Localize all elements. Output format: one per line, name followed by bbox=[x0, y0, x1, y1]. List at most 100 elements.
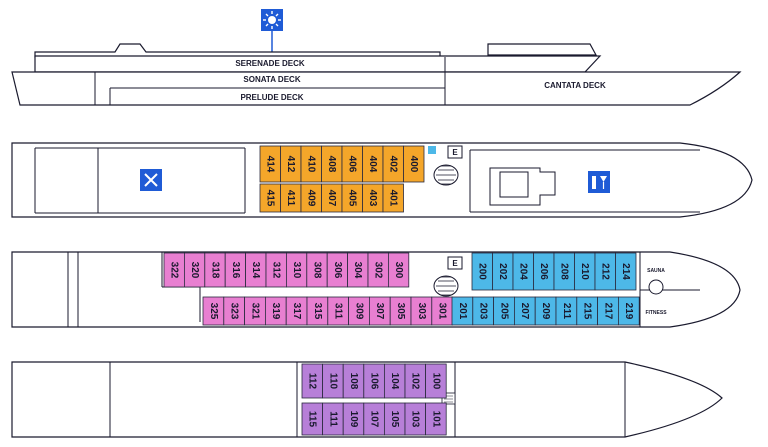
cabin-number: 101 bbox=[430, 411, 441, 428]
cabin-208[interactable]: 208 bbox=[553, 252, 575, 291]
cabin-403[interactable]: 403 bbox=[362, 183, 384, 213]
cabin-322[interactable]: 322 bbox=[163, 252, 185, 288]
cabin-number: 109 bbox=[348, 411, 359, 428]
cabin-400[interactable]: 400 bbox=[403, 145, 425, 183]
prelude-deck-label: PRELUDE DECK bbox=[240, 93, 303, 102]
cabin-105[interactable]: 105 bbox=[383, 402, 406, 436]
cabin-323[interactable]: 323 bbox=[223, 296, 246, 326]
cabin-319[interactable]: 319 bbox=[264, 296, 287, 326]
cabin-110[interactable]: 110 bbox=[322, 363, 344, 399]
cabin-box[interactable] bbox=[615, 252, 637, 291]
cabin-214[interactable]: 214 bbox=[615, 252, 637, 291]
cabin-311[interactable]: 311 bbox=[327, 296, 349, 326]
cabin-414[interactable]: 414 bbox=[259, 145, 281, 183]
cabin-312[interactable]: 312 bbox=[265, 252, 287, 288]
cabin-104[interactable]: 104 bbox=[383, 363, 406, 399]
cabin-321[interactable]: 321 bbox=[244, 296, 266, 326]
cabin-number: 210 bbox=[579, 263, 590, 280]
cabin-302[interactable]: 302 bbox=[367, 252, 389, 288]
cabin-325[interactable]: 325 bbox=[202, 296, 225, 326]
cabin-405[interactable]: 405 bbox=[341, 183, 363, 213]
cabin-103[interactable]: 103 bbox=[404, 402, 427, 436]
cabin-box[interactable] bbox=[425, 363, 447, 399]
cabin-200[interactable]: 200 bbox=[471, 252, 493, 291]
cabin-number: 203 bbox=[478, 303, 489, 320]
cabin-315[interactable]: 315 bbox=[306, 296, 329, 326]
cabin-number: 323 bbox=[229, 303, 240, 320]
cabin-406[interactable]: 406 bbox=[341, 145, 363, 183]
cabin-402[interactable]: 402 bbox=[382, 145, 404, 183]
cabin-101[interactable]: 101 bbox=[425, 402, 447, 436]
cabin-number: 115 bbox=[307, 411, 318, 428]
cabin-box[interactable] bbox=[387, 252, 410, 288]
cabin-301[interactable]: 301 bbox=[431, 296, 453, 326]
cabin-202[interactable]: 202 bbox=[492, 252, 514, 291]
cabin-number: 322 bbox=[169, 262, 180, 279]
cabin-106[interactable]: 106 bbox=[363, 363, 385, 399]
cabin-407[interactable]: 407 bbox=[321, 183, 343, 213]
cabin-203[interactable]: 203 bbox=[472, 296, 494, 326]
cabin-207[interactable]: 207 bbox=[514, 296, 536, 326]
cabin-304[interactable]: 304 bbox=[347, 252, 369, 288]
cabin-410[interactable]: 410 bbox=[300, 145, 322, 183]
cabin-308[interactable]: 308 bbox=[306, 252, 328, 288]
cabin-number: 206 bbox=[538, 263, 549, 280]
cabin-number: 400 bbox=[408, 156, 419, 173]
cabin-109[interactable]: 109 bbox=[342, 402, 365, 436]
cabin-212[interactable]: 212 bbox=[594, 252, 616, 291]
cabin-310[interactable]: 310 bbox=[285, 252, 308, 288]
cabin-408[interactable]: 408 bbox=[321, 145, 343, 183]
cabin-206[interactable]: 206 bbox=[533, 252, 555, 291]
cabin-115[interactable]: 115 bbox=[301, 402, 324, 436]
cabin-314[interactable]: 314 bbox=[245, 252, 267, 288]
cabin-401[interactable]: 401 bbox=[382, 183, 404, 213]
cabin-204[interactable]: 204 bbox=[512, 252, 534, 291]
cabin-number: 301 bbox=[437, 303, 448, 320]
cabin-305[interactable]: 305 bbox=[389, 296, 412, 326]
cabin-107[interactable]: 107 bbox=[363, 402, 385, 436]
sauna-label: SAUNA bbox=[647, 268, 665, 274]
cabin-409[interactable]: 409 bbox=[300, 183, 322, 213]
cantata-staircase bbox=[433, 164, 459, 186]
cabin-307[interactable]: 307 bbox=[368, 296, 391, 326]
cabin-219[interactable]: 219 bbox=[618, 296, 640, 326]
cabin-317[interactable]: 317 bbox=[285, 296, 308, 326]
cabin-201[interactable]: 201 bbox=[451, 296, 474, 326]
cabin-318[interactable]: 318 bbox=[204, 252, 226, 288]
cabin-number: 208 bbox=[559, 263, 570, 280]
cabin-211[interactable]: 211 bbox=[555, 296, 578, 326]
cabin-320[interactable]: 320 bbox=[183, 252, 206, 288]
cabin-number: 414 bbox=[265, 156, 276, 173]
cabin-415[interactable]: 415 bbox=[259, 183, 281, 213]
cabin-215[interactable]: 215 bbox=[576, 296, 598, 326]
cabin-number: 415 bbox=[265, 190, 276, 207]
cabin-309[interactable]: 309 bbox=[348, 296, 370, 326]
cabin-300[interactable]: 300 bbox=[387, 252, 410, 288]
cabin-box[interactable] bbox=[403, 145, 425, 183]
cabin-217[interactable]: 217 bbox=[597, 296, 619, 326]
cabin-100[interactable]: 100 bbox=[425, 363, 447, 399]
cabin-303[interactable]: 303 bbox=[410, 296, 433, 326]
sun-deck-icon bbox=[261, 9, 283, 55]
cabin-number: 303 bbox=[416, 303, 427, 320]
cabin-box[interactable] bbox=[425, 402, 447, 436]
cabin-111[interactable]: 111 bbox=[322, 402, 344, 436]
cabin-102[interactable]: 102 bbox=[404, 363, 427, 399]
cabin-box[interactable] bbox=[618, 296, 640, 326]
cabin-box[interactable] bbox=[382, 183, 404, 213]
cabin-209[interactable]: 209 bbox=[534, 296, 557, 326]
cabin-412[interactable]: 412 bbox=[280, 145, 302, 183]
cabin-316[interactable]: 316 bbox=[224, 252, 246, 288]
cabin-411[interactable]: 411 bbox=[280, 183, 302, 213]
cabin-205[interactable]: 205 bbox=[493, 296, 515, 326]
cabin-306[interactable]: 306 bbox=[326, 252, 349, 288]
cabin-number: 209 bbox=[540, 303, 551, 320]
cabin-108[interactable]: 108 bbox=[342, 363, 365, 399]
cabin-112[interactable]: 112 bbox=[301, 363, 324, 399]
cabin-number: 215 bbox=[582, 303, 593, 320]
cabin-210[interactable]: 210 bbox=[574, 252, 596, 291]
cabin-number: 219 bbox=[623, 303, 634, 320]
cabin-404[interactable]: 404 bbox=[362, 145, 384, 183]
